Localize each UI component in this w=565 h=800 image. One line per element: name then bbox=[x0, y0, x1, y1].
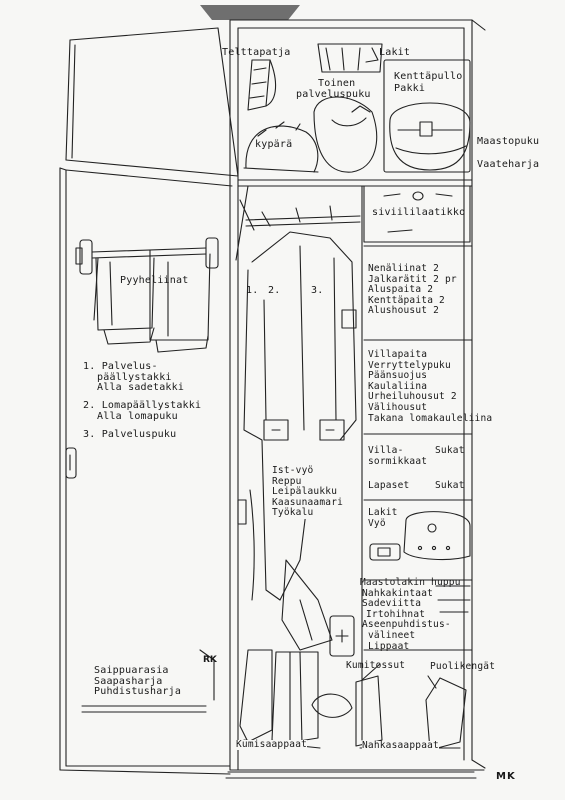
label-telttapatja: Telttapatja bbox=[222, 47, 291, 58]
locker-frame bbox=[225, 19, 486, 779]
label-kypara: kypärä bbox=[255, 139, 293, 150]
hanger-number-1: 1. bbox=[246, 285, 259, 296]
hanging-coats bbox=[235, 185, 361, 657]
legend-item-2: 2. Lomapäällystakki Alla lomapuku bbox=[83, 400, 202, 422]
label-kumisaappaat: Kumisaappaat bbox=[236, 739, 308, 750]
label-kenttapullo: Kenttäpullo bbox=[394, 71, 463, 82]
hanger-number-2: 2. bbox=[268, 285, 281, 296]
label-kumitossut: Kumitossut bbox=[346, 660, 406, 671]
group-woollens: Villapaita Verryttelypuku Päänsuojus Kau… bbox=[368, 349, 493, 424]
label-vyo: Vyö bbox=[368, 518, 386, 529]
label-lapaset: Lapaset bbox=[368, 480, 410, 491]
label-sormikkaat: sormikkaat bbox=[368, 456, 428, 467]
group-underwear: Nenäliinat 2 Jalkarätit 2 pr Aluspaita 2… bbox=[368, 263, 457, 317]
door-shelf bbox=[81, 649, 215, 713]
tape-mark bbox=[200, 5, 300, 20]
label-palveluspuku-top: palveluspuku bbox=[296, 89, 371, 100]
towel-rack bbox=[75, 237, 219, 353]
label-rk: RK bbox=[203, 655, 217, 665]
right-column bbox=[363, 185, 473, 651]
label-vaateharja: Vaateharja bbox=[477, 159, 540, 170]
label-lakit-right: Lakit bbox=[368, 507, 398, 518]
label-pyyheliinat: Pyyheliinat bbox=[120, 275, 189, 286]
label-toinen: Toinen bbox=[318, 78, 356, 89]
group-door-shelf: Saippuarasia Saapasharja Puhdistusharja bbox=[94, 665, 182, 698]
label-sukat-2: Sukat bbox=[435, 480, 465, 491]
label-nahkasaappaat: Nahkasaappaat bbox=[362, 740, 439, 751]
label-maastopuku: Maastopuku bbox=[477, 136, 540, 147]
legend-item-1: 1. Palvelus- päällystakki Alla sadetakki bbox=[83, 361, 185, 394]
signature-mk: MK bbox=[496, 771, 516, 782]
label-lakit-top: Lakit bbox=[379, 47, 411, 58]
label-villa: Villa- bbox=[368, 445, 404, 456]
top-shelf-items bbox=[243, 43, 471, 173]
group-gear: Ist-vyö Reppu Leipälaukku Kaasunaamari T… bbox=[272, 465, 344, 519]
hanger-number-3: 3. bbox=[311, 285, 324, 296]
label-pakki: Pakki bbox=[394, 83, 426, 94]
legend-item-3: 3. Palveluspuku bbox=[83, 429, 177, 440]
lower-left-door bbox=[59, 167, 233, 775]
label-siviililaatikko: siviililaatikko bbox=[372, 207, 466, 218]
upper-left-door bbox=[65, 27, 239, 177]
door-handle bbox=[65, 447, 77, 479]
label-sukat-1: Sukat bbox=[435, 445, 465, 456]
group-accessories: Maastolakin huppu Nahkakintaat Sadeviitt… bbox=[360, 577, 461, 652]
label-puolikengat: Puolikengät bbox=[430, 661, 496, 672]
